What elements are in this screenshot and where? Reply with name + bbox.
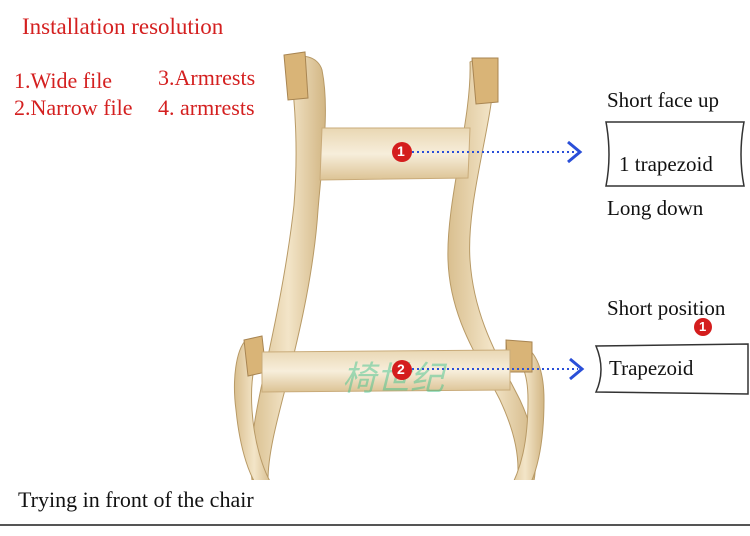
short-face-up-label: Short face up	[607, 88, 719, 112]
installation-title: Installation resolution	[22, 14, 224, 39]
part-armrests-4: 4. armrests	[158, 95, 255, 120]
trapezoid-1-shape	[605, 121, 745, 187]
narrow-crossbar	[261, 349, 511, 393]
marker-2-number: 2	[397, 361, 405, 377]
caption-band	[0, 480, 750, 524]
arrow-1	[412, 140, 583, 164]
arrow-2	[412, 357, 585, 381]
trapezoid-1-label: 1 trapezoid	[619, 152, 713, 176]
short-position-marker-circle	[694, 318, 712, 336]
marker-1-number: 1	[397, 143, 405, 159]
trapezoid-2-shape	[594, 343, 749, 395]
long-down-label: Long down	[607, 196, 704, 220]
marker-1-circle	[392, 142, 412, 162]
caption-text: Trying in front of the chair	[18, 487, 254, 512]
short-position-label: Short position	[607, 296, 726, 320]
part-armrests-3: 3.Armrests	[158, 65, 256, 90]
trapezoid-2-label: Trapezoid	[609, 356, 694, 380]
trapezoid-2-marker-number: 2	[718, 360, 726, 375]
bottom-rule	[0, 524, 750, 526]
marker-2-circle	[392, 360, 412, 380]
part-narrow-file: 2.Narrow file	[14, 95, 133, 120]
part-wide-file: 1.Wide file	[14, 68, 113, 93]
right-side-frame	[447, 57, 545, 501]
short-position-marker-number: 1	[699, 319, 707, 334]
